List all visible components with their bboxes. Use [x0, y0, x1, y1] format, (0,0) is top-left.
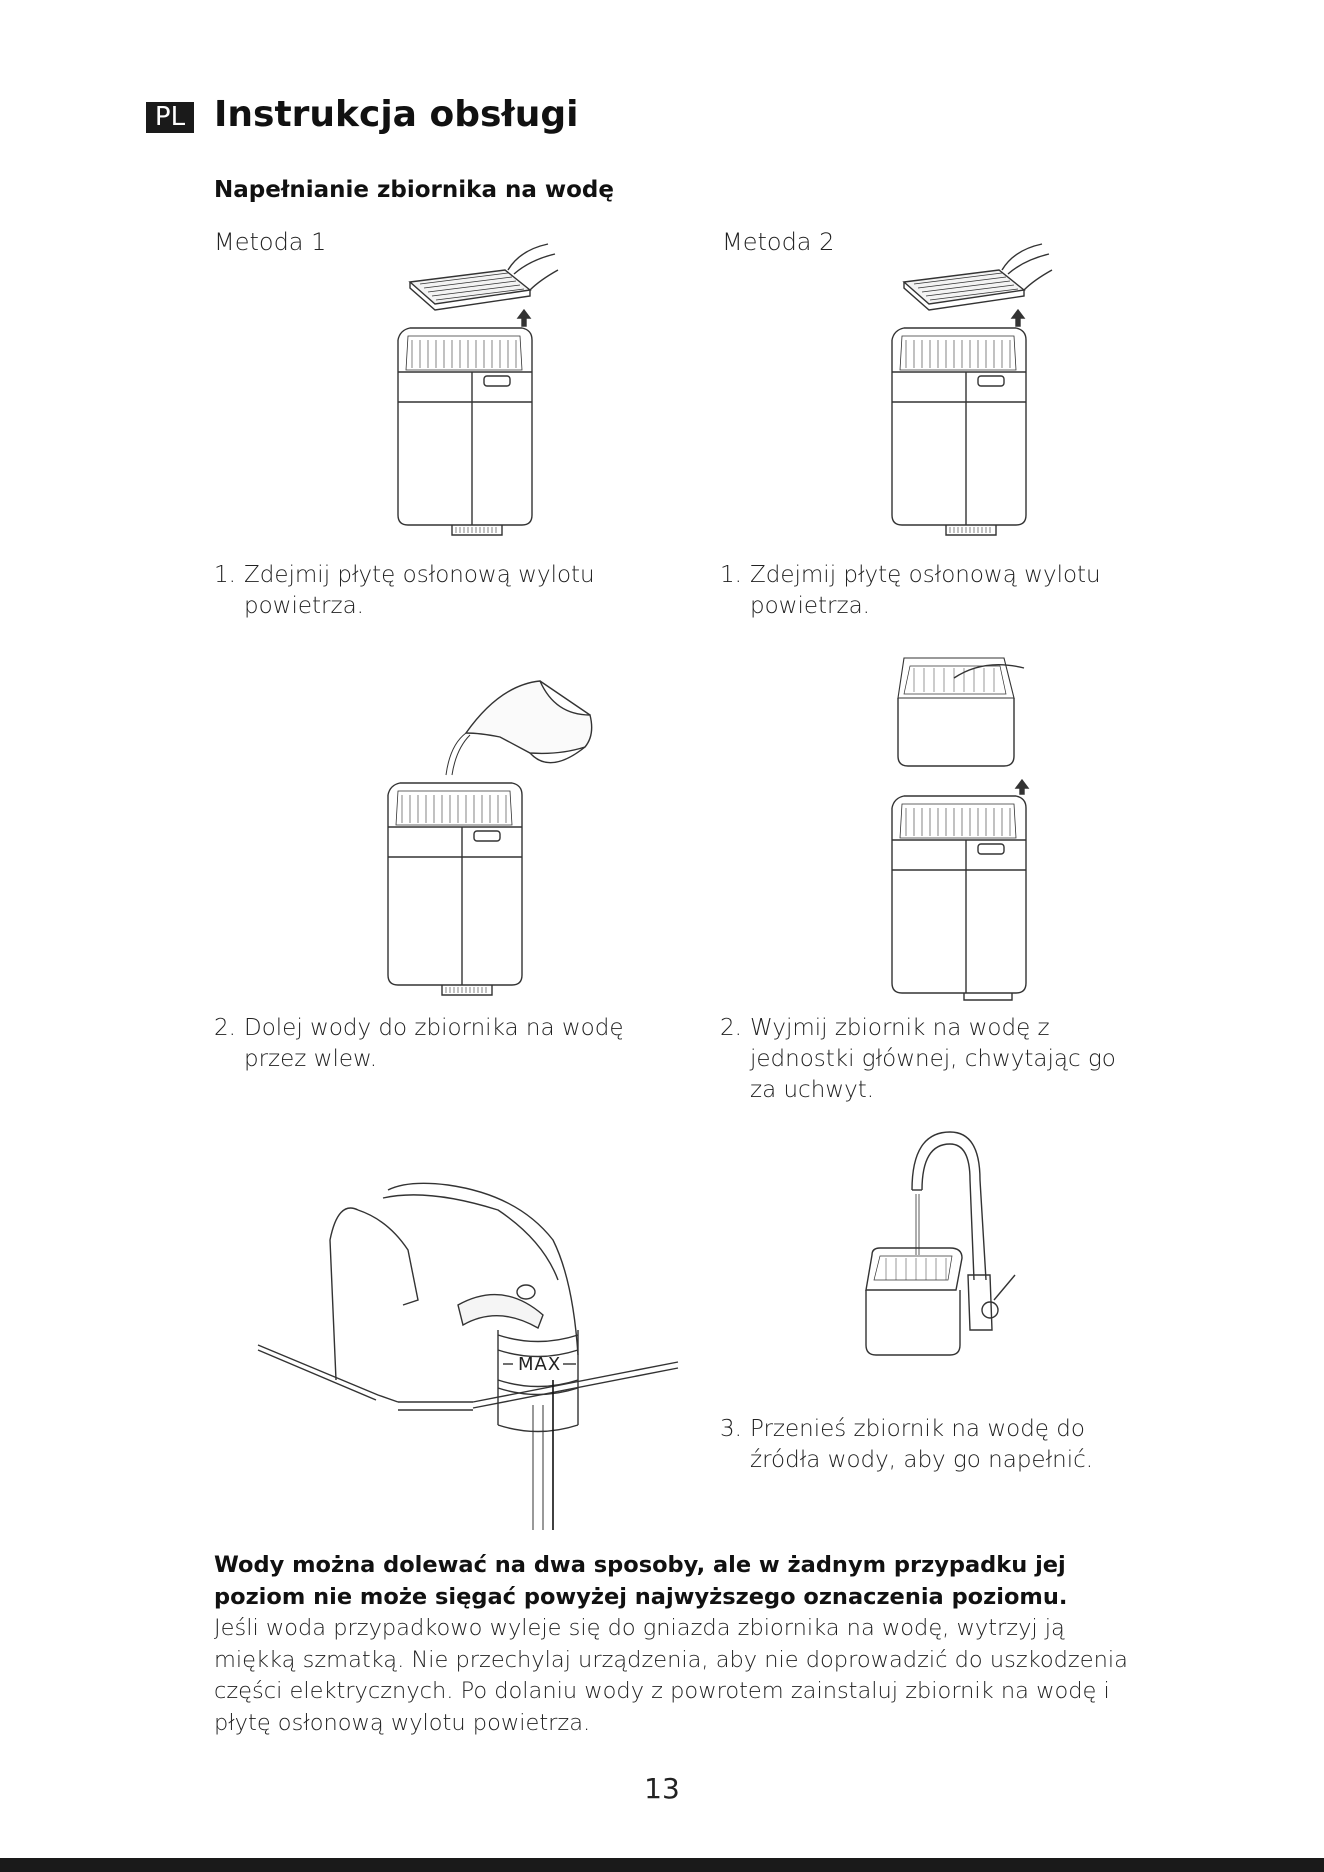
method-2-step-3: 3. Przenieś zbiornik na wodę do źródła w… [720, 1414, 1140, 1476]
step-number: 2. [214, 1015, 236, 1041]
illustration-remove-tank [884, 638, 1064, 1003]
step-number: 1. [720, 562, 742, 588]
language-badge: PL [146, 102, 194, 133]
illustration-remove-cover-method-2 [884, 240, 1064, 545]
method-2-label: Metoda 2 [722, 228, 835, 256]
step-text: Dolej wody do zbiornika na wodę przez wl… [244, 1015, 624, 1072]
step-number: 1. [214, 562, 236, 588]
illustration-remove-cover-method-1 [390, 240, 570, 545]
bottom-edge [0, 1858, 1324, 1872]
step-text: Zdejmij płytę osłonową wylotu powietrza. [750, 562, 1101, 619]
step-text: Wyjmij zbiornik na wodę z jednostki głów… [750, 1015, 1116, 1103]
step-number: 3. [720, 1416, 742, 1442]
section-title: Napełnianie zbiornika na wodę [214, 177, 614, 203]
step-text: Przenieś zbiornik na wodę do źródła wody… [750, 1416, 1094, 1473]
note-warning: Wody można dolewać na dwa sposoby, ale w… [214, 1552, 1068, 1610]
method-2-step-1: 1. Zdejmij płytę osłonową wylotu powietr… [720, 560, 1140, 622]
note-paragraph: Wody można dolewać na dwa sposoby, ale w… [214, 1550, 1144, 1739]
method-1-step-2: 2. Dolej wody do zbiornika na wodę przez… [214, 1013, 634, 1075]
page-title: Instrukcja obsługi [214, 94, 579, 135]
note-body: Jeśli woda przypadkowo wyleje się do gni… [214, 1615, 1128, 1736]
illustration-fill-at-faucet [850, 1130, 1030, 1380]
method-1-label: Metoda 1 [214, 228, 327, 256]
step-text: Zdejmij płytę osłonową wylotu powietrza. [244, 562, 595, 619]
max-level-label: MAX [518, 1354, 562, 1375]
page-number: 13 [644, 1772, 680, 1805]
illustration-pour-water [380, 675, 610, 1000]
method-1-step-1: 1. Zdejmij płytę osłonową wylotu powietr… [214, 560, 634, 622]
step-number: 2. [720, 1015, 742, 1041]
illustration-max-level [258, 1180, 683, 1530]
method-2-step-2: 2. Wyjmij zbiornik na wodę z jednostki g… [720, 1013, 1140, 1106]
